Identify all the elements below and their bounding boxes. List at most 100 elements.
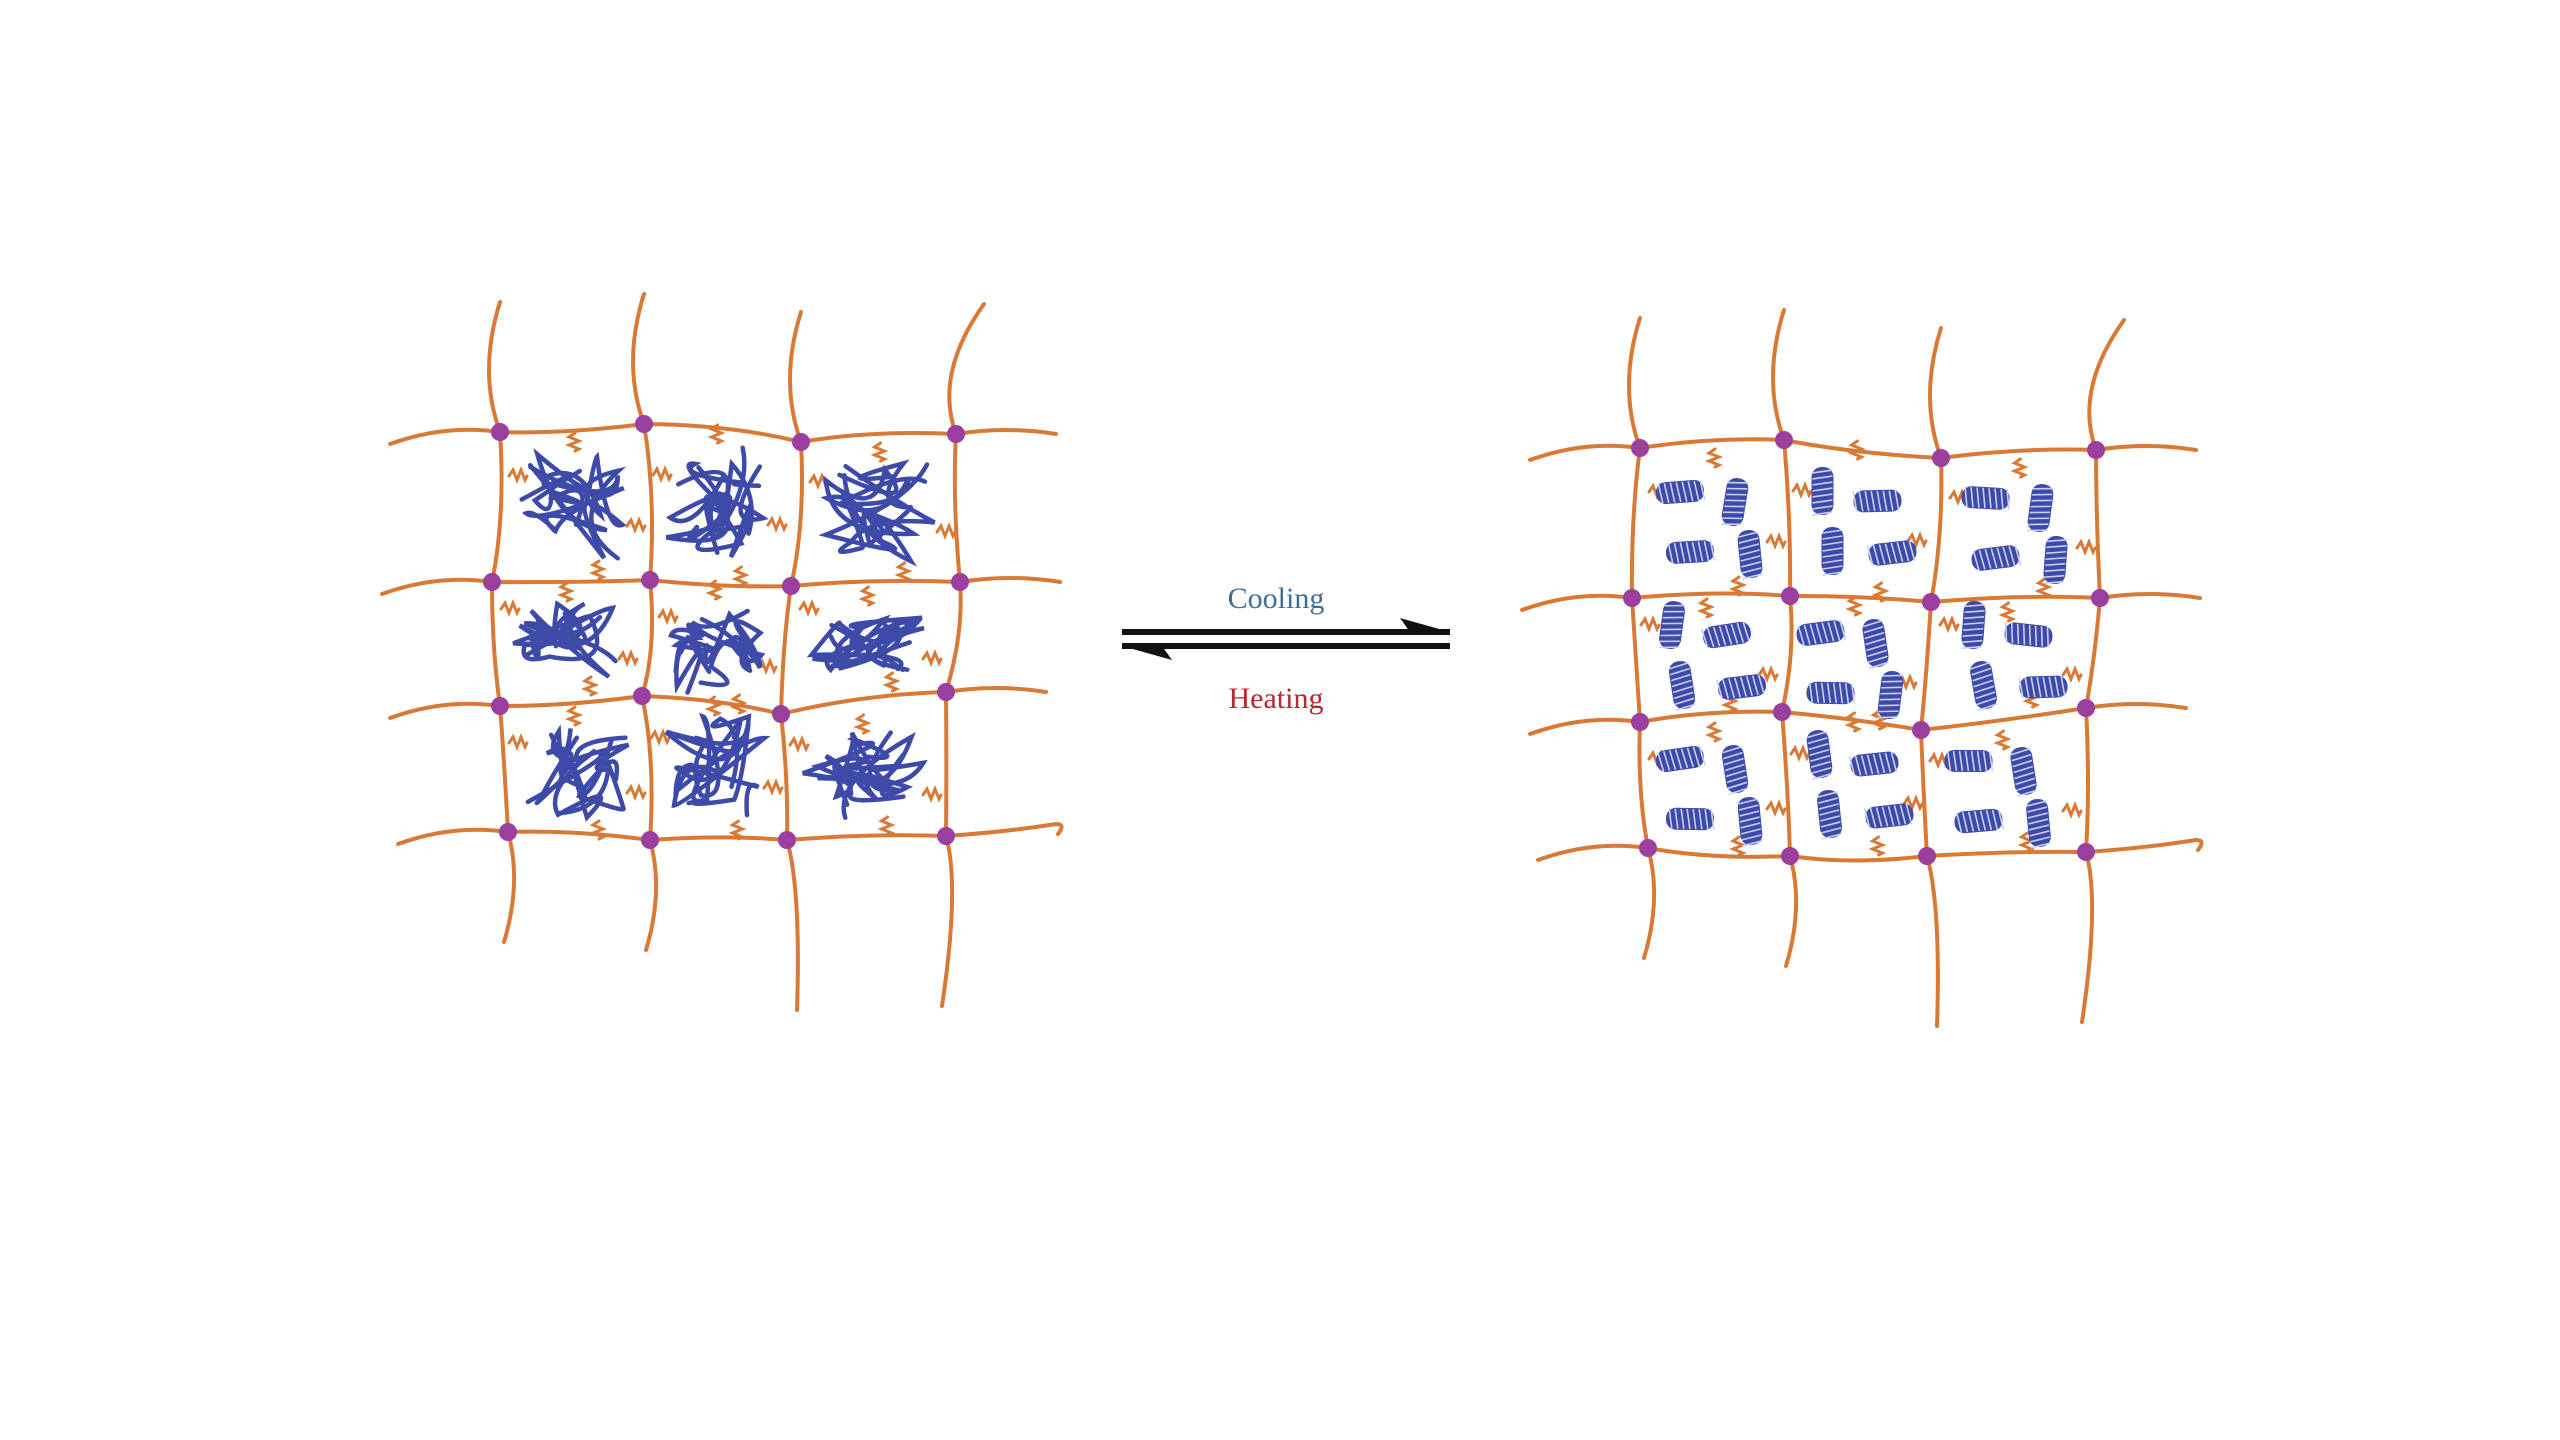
crosslink-node: [1912, 721, 1930, 739]
spacer-link-icon: [507, 465, 529, 485]
crosslink-node: [1932, 449, 1950, 467]
spacer-link-icon: [935, 521, 957, 541]
helix-icon: [1721, 745, 1749, 795]
spacer-link-icon: [704, 695, 723, 717]
helix-cell: [1796, 619, 1904, 720]
coil-cell: [802, 730, 928, 821]
spacer-link-icon: [2010, 457, 2029, 479]
helix-network-panel: [1520, 308, 2204, 1028]
spacer-link-icon: [617, 648, 639, 668]
network-chain: [1939, 447, 2098, 460]
network-chain: [1771, 308, 1786, 442]
random-coil-strand: [674, 622, 712, 695]
network-chain: [487, 300, 502, 434]
coil-cell: [665, 445, 769, 559]
helix-icon: [1961, 486, 2010, 510]
helix-icon: [1655, 479, 1706, 505]
crosslink-node: [641, 831, 659, 849]
network-chain: [2087, 318, 2126, 452]
network-chain: [1788, 593, 1933, 604]
crosslink-node: [491, 423, 509, 441]
network-chain: [2084, 702, 2188, 710]
network-chain: [788, 310, 803, 444]
helix-icon: [1961, 600, 1986, 650]
network-chain: [2084, 706, 2090, 854]
spacer-link-icon: [921, 648, 943, 668]
network-chain: [1925, 849, 2088, 858]
network-chain: [1536, 843, 1650, 862]
helix-cell: [1811, 466, 1917, 576]
random-coil-strand: [686, 461, 762, 542]
coil-cell: [668, 608, 766, 695]
network-chain: [944, 580, 963, 694]
network-chain: [779, 712, 790, 842]
network-chain: [498, 704, 510, 834]
spacer-link-icon: [2075, 537, 2097, 557]
helix-icon: [2027, 483, 2054, 533]
random-coil-strand: [699, 616, 764, 673]
helix-cell: [1806, 729, 1914, 840]
helix-icon: [1848, 751, 1899, 777]
spacer-link-icon: [2034, 577, 2053, 599]
random-coil-strand: [533, 447, 620, 534]
spacer-link-icon: [588, 819, 608, 841]
spacer-link-icon: [625, 782, 647, 802]
helix-icon: [1796, 620, 1847, 646]
helix-icon: [2004, 622, 2053, 648]
random-coil-strand: [512, 614, 591, 661]
helix-icon: [1665, 540, 1716, 564]
helix-icon: [2026, 798, 2051, 849]
crosslink-node: [641, 571, 659, 589]
network-chain: [2080, 850, 2095, 1024]
network-chain: [1630, 591, 1792, 600]
network-chain: [944, 686, 1048, 694]
spacer-link-icon: [762, 777, 784, 797]
helix-icon: [1970, 661, 1998, 712]
network-chain: [396, 827, 510, 846]
spacer-link-icon: [705, 579, 724, 601]
random-coil-strand: [671, 735, 771, 808]
random-coil-strand: [529, 601, 611, 679]
crosslink-node: [1623, 589, 1641, 607]
network-chain: [1520, 593, 1634, 612]
crosslink-node: [2077, 843, 2095, 861]
random-coil-strand: [698, 610, 763, 688]
crosslink-node: [2077, 699, 2095, 717]
network-chain: [952, 432, 962, 584]
crosslink-node: [2087, 441, 2105, 459]
spacer-link-icon: [1847, 439, 1866, 461]
random-coil-strand: [556, 742, 630, 816]
crosslinked-network: [1520, 308, 2204, 1028]
helix-cell: [1655, 478, 1763, 580]
helix-icon: [1737, 796, 1763, 847]
helix-icon: [1656, 745, 1706, 773]
coil-cell: [818, 459, 936, 567]
spacer-link-icon: [499, 598, 521, 618]
crosslink-node: [1639, 839, 1657, 857]
spacer-link-icon: [728, 819, 747, 841]
spacer-link-icon: [625, 515, 647, 535]
spacer-link-icon: [1871, 581, 1890, 603]
helix-icon: [1971, 545, 2022, 571]
helix-cell: [1944, 747, 2051, 849]
helix-icon: [1668, 661, 1696, 712]
network-chain: [644, 838, 659, 952]
network-chain: [1784, 854, 1799, 968]
network-chain: [2084, 596, 2102, 710]
spacer-link-icon: [1728, 835, 1748, 857]
crosslink-node: [2091, 589, 2109, 607]
network-chain: [1788, 854, 1929, 863]
network-chain: [498, 422, 646, 435]
network-chain: [947, 302, 986, 436]
network-chain: [1919, 600, 1933, 732]
crosslink-node: [937, 683, 955, 701]
network-chain: [490, 578, 652, 585]
network-chain: [648, 578, 793, 589]
spacer-link-icon: [853, 713, 872, 735]
network-chain: [1919, 706, 2088, 732]
spacer-link-icon: [1998, 601, 2017, 623]
random-coil-strand: [818, 462, 930, 567]
helix-icon: [1817, 789, 1842, 840]
spacer-link-icon: [556, 581, 576, 603]
